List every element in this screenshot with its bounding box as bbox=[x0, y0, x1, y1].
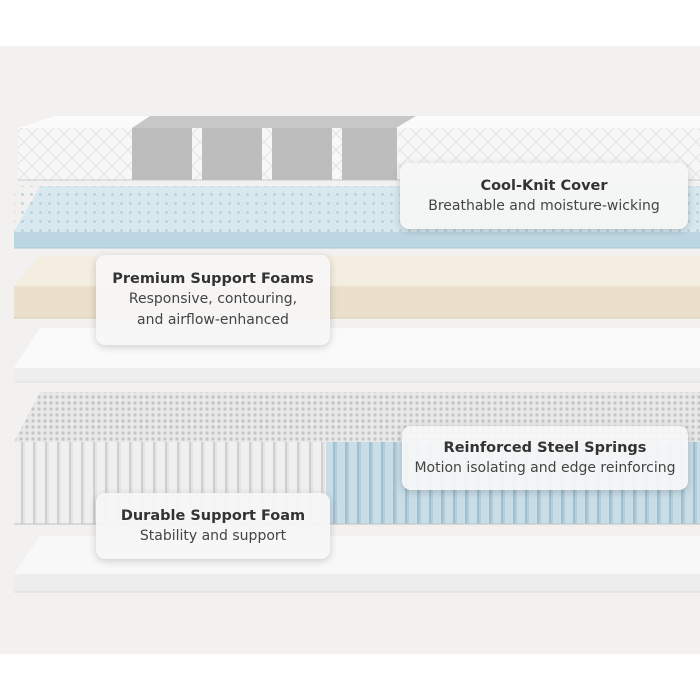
callout-title: Durable Support Foam bbox=[120, 507, 306, 524]
mattress-layers-illustration: Cool-Knit Cover Breathable and moisture-… bbox=[0, 46, 700, 654]
callout-title: Premium Support Foams bbox=[112, 271, 314, 287]
callout-subtitle: Motion isolating and edge reinforcing bbox=[414, 459, 676, 476]
callout-premium-support-foams: Premium Support Foams Responsive, contou… bbox=[96, 255, 330, 345]
callout-subtitle: Stability and support bbox=[139, 527, 287, 544]
mattress-layers-graphic bbox=[14, 116, 700, 593]
callout-reinforced-steel-springs: Reinforced Steel Springs Motion isolatin… bbox=[402, 426, 688, 490]
callout-title: Reinforced Steel Springs bbox=[443, 439, 647, 456]
callout-durable-support-foam: Durable Support Foam Stability and suppo… bbox=[96, 493, 330, 559]
callout-title: Cool-Knit Cover bbox=[480, 177, 608, 194]
callout-cool-knit-cover: Cool-Knit Cover Breathable and moisture-… bbox=[400, 163, 688, 229]
callout-line-1: Responsive, contouring, bbox=[128, 291, 298, 307]
callout-subtitle: Breathable and moisture-wicking bbox=[428, 197, 660, 214]
callout-line-2: and airflow-enhanced bbox=[137, 312, 289, 328]
